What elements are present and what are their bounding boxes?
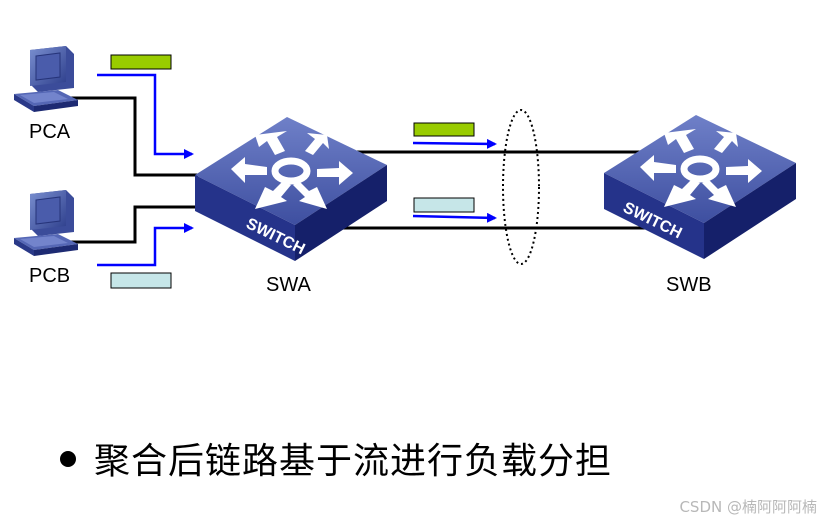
pca-label: PCA xyxy=(29,121,71,143)
flow-b-arrow xyxy=(97,223,194,267)
pcb-cable xyxy=(70,205,215,244)
bullet-item: 聚合后链路基于流进行负载分担 xyxy=(60,432,612,484)
flow-a-arrow xyxy=(97,73,194,159)
pca-computer-icon xyxy=(14,46,78,112)
pcb-label: PCB xyxy=(29,265,71,287)
swb-label: SWB xyxy=(666,274,712,296)
link-1-flow-arrow xyxy=(412,138,497,149)
bullet-text: 聚合后链路基于流进行负载分担 xyxy=(94,441,613,482)
pca-cable xyxy=(70,96,215,177)
link-2-packet xyxy=(413,197,475,213)
aggregation-ellipse xyxy=(502,109,540,265)
swa-switch-icon: SWITCH xyxy=(195,117,387,261)
flow-b-packet xyxy=(110,272,172,289)
bullet-dot xyxy=(60,451,76,467)
link-2-flow-arrow xyxy=(412,212,497,223)
flow-a-packet xyxy=(110,54,172,70)
watermark: CSDN @楠阿阿阿楠 xyxy=(679,498,817,516)
link-1-packet xyxy=(413,122,475,137)
swa-label: SWA xyxy=(266,274,311,296)
pcb-computer-icon xyxy=(14,190,78,256)
swb-switch-icon: SWITCH xyxy=(604,115,796,259)
